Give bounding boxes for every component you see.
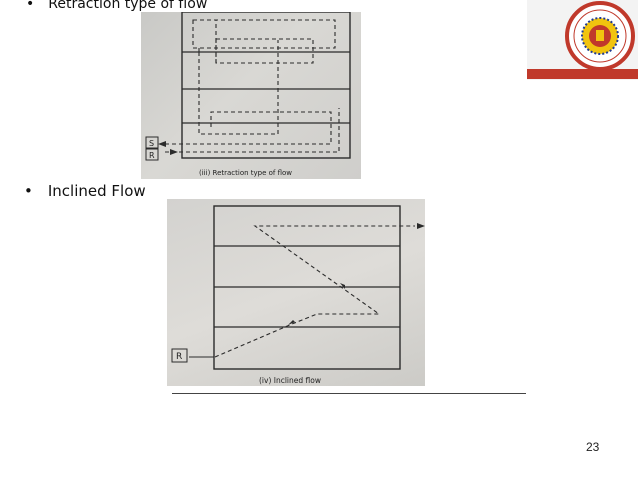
- figure-caption: (iv) Inclined flow: [259, 376, 321, 385]
- flow-paths: [214, 225, 415, 358]
- page-number: 23: [586, 440, 600, 454]
- building-outline: [181, 12, 351, 159]
- flow-loop-inner: [215, 38, 314, 64]
- flow-paths: [165, 19, 340, 153]
- bullet-dot: •: [24, 182, 33, 200]
- arrow-up: [288, 320, 295, 325]
- flow-segment: [165, 108, 340, 153]
- r-label: R: [176, 352, 182, 362]
- arrow-in: [170, 149, 178, 155]
- bullet-inclined-flow: • Inclined Flow: [24, 182, 146, 200]
- seal-emblem: [596, 30, 604, 41]
- flow-segment: [165, 111, 332, 145]
- arrow-exit: [417, 223, 425, 229]
- flow-segment: [198, 40, 279, 135]
- retraction-flow-photo: S R (iii) Retraction type of flow: [141, 12, 361, 179]
- r-label: R: [149, 151, 155, 160]
- s-box: [145, 136, 159, 149]
- arrow-down: [340, 283, 345, 289]
- inclined-flow-path: [214, 225, 415, 358]
- arrow-out: [158, 141, 166, 147]
- s-label: S: [149, 139, 154, 148]
- footer-divider: [172, 393, 526, 394]
- retraction-flow-diagram: S R (iii) Retraction type of flow: [145, 12, 351, 177]
- bullet-text: Retraction type of flow: [48, 0, 208, 12]
- flow-loop-outer: [192, 19, 336, 49]
- inclined-flow-photo: R (iv) Inclined flow: [167, 199, 425, 386]
- r-box: [171, 348, 188, 363]
- bullet-dot: •: [26, 0, 35, 12]
- bullet-text: Inclined Flow: [47, 182, 146, 200]
- logo-band: [527, 69, 638, 79]
- r-box: [145, 148, 159, 161]
- bullet-retraction-flow: • Retraction type of flow: [26, 0, 207, 12]
- institute-logo: [527, 0, 638, 80]
- figure-caption: (iii) Retraction type of flow: [199, 169, 292, 177]
- institute-seal: [565, 1, 635, 71]
- inclined-flow-diagram: R (iv) Inclined flow: [171, 205, 425, 385]
